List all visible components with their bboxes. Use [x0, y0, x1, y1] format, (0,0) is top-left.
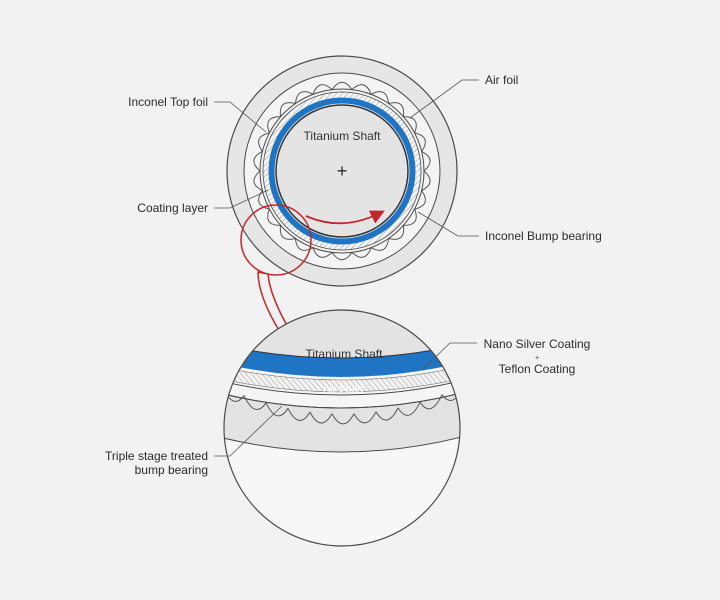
titanium-shaft [275, 104, 409, 238]
leader-triple [214, 405, 283, 457]
leader-nano [421, 342, 477, 371]
zoom-shaft-label: Titanium Shaft [306, 347, 384, 361]
coating-hatch-ring [263, 92, 421, 250]
zoom-outline [223, 309, 461, 547]
magnifier-circle [240, 204, 312, 276]
zoom-bump-scallops [224, 373, 460, 425]
blue-air-layer [268, 97, 416, 245]
leader-coating [214, 189, 269, 209]
leader-top-foil [214, 101, 267, 133]
bump-inner-line [259, 88, 425, 254]
label-inconel-top-foil: Inconel Top foil [128, 95, 208, 109]
label-air-foil: Air foil [485, 73, 518, 87]
top-shaft-label: Titanium Shaft [304, 129, 382, 143]
leader-air-foil [409, 79, 479, 119]
top-bearing: Titanium Shaft + [226, 55, 458, 287]
label-triple-stage-2: bump bearing [135, 463, 208, 477]
label-inconel-bump-bearing: Inconel Bump bearing [485, 229, 602, 243]
label-teflon-coating: Teflon Coating [499, 362, 576, 376]
zoom-bump-layer [224, 373, 460, 425]
air-fluid-label: Air Fluid [323, 384, 363, 396]
label-coating-layer: Coating layer [137, 201, 208, 215]
label-triple-stage-1: Triple stage treated [105, 449, 208, 463]
center-mark: + [337, 161, 348, 181]
top-foil-ring [262, 91, 422, 251]
label-nano-silver: Nano Silver Coating [484, 337, 591, 351]
rotation-arrow [305, 210, 385, 225]
zoom-coating-hatch [224, 361, 460, 393]
leader-bump [417, 211, 479, 237]
label-nano-plus: + [535, 355, 539, 362]
zoom-view [224, 310, 460, 546]
